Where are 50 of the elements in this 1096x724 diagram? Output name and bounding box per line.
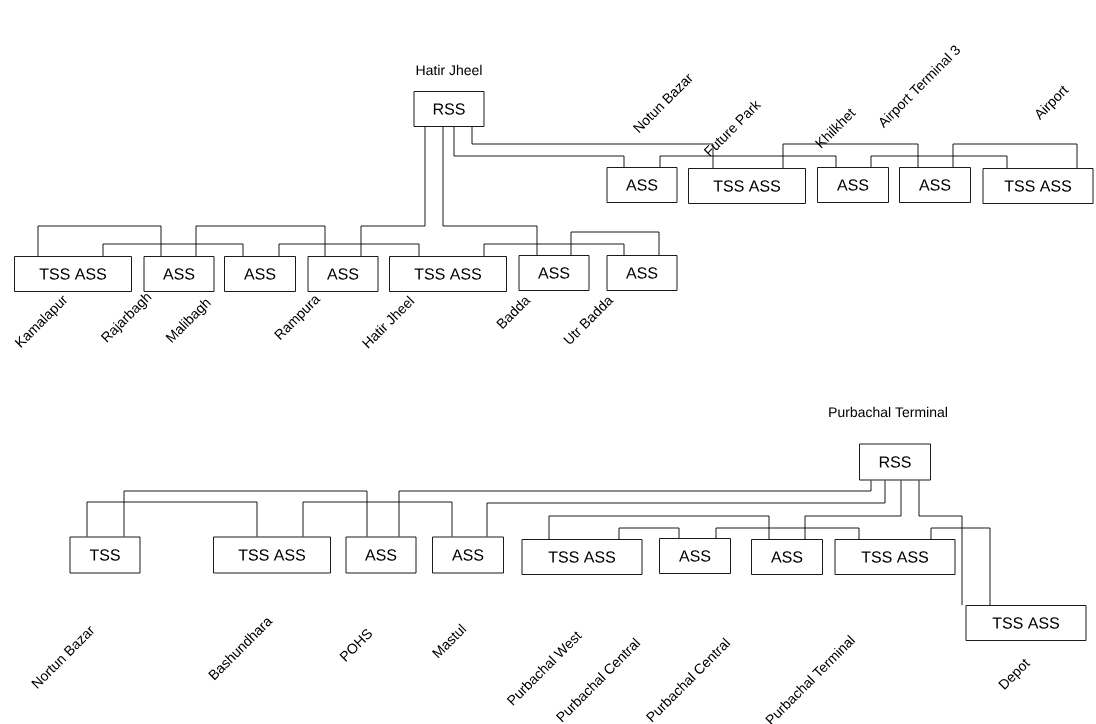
- connector-line: [618, 527, 680, 540]
- substation-box: ASS: [659, 538, 731, 574]
- connector-line: [398, 480, 872, 537]
- connector-line: [102, 243, 244, 257]
- substation-box: ASS: [751, 539, 823, 575]
- connector-line: [486, 480, 886, 537]
- connector-line: [918, 480, 963, 606]
- substation-box: ASS: [307, 256, 379, 292]
- connector-line: [453, 126, 625, 168]
- station-label: Hatir Jheel: [416, 64, 482, 76]
- connector-line: [930, 527, 991, 606]
- connector-line: [471, 126, 714, 169]
- substation-box: ASS: [817, 167, 889, 203]
- connector-line: [442, 126, 538, 256]
- connector-line: [870, 155, 1008, 169]
- connector-line: [123, 490, 368, 537]
- substation-box: ASS: [899, 167, 971, 203]
- connector-line: [37, 225, 162, 257]
- substation-box: ASS: [143, 256, 215, 292]
- connector-line: [548, 515, 770, 540]
- substation-box: TSS ASS: [14, 256, 132, 292]
- substation-box: TSS ASS: [982, 168, 1094, 204]
- substation-box: TSS ASS: [965, 605, 1087, 641]
- connector-line: [302, 501, 453, 537]
- substation-box: TSS: [69, 536, 141, 574]
- connector-line: [659, 155, 837, 168]
- connector-line: [782, 143, 919, 169]
- substation-box: ASS: [518, 255, 590, 291]
- connector-line: [804, 480, 902, 540]
- substation-box: RSS: [413, 91, 485, 127]
- connector-line: [278, 243, 420, 257]
- connector-line: [86, 501, 258, 537]
- substation-box: TSS ASS: [213, 536, 331, 574]
- connector-line: [570, 231, 660, 256]
- connector-line: [195, 225, 326, 257]
- substation-box: ASS: [224, 256, 296, 292]
- substation-box: ASS: [606, 255, 678, 291]
- connector-line: [715, 527, 860, 540]
- substation-box: ASS: [345, 536, 417, 574]
- substation-box: ASS: [606, 167, 678, 203]
- connector-line: [952, 143, 1078, 169]
- connector-line: [483, 243, 625, 257]
- substation-box: TSS ASS: [688, 168, 806, 204]
- connector-line: [360, 126, 426, 257]
- substation-box: RSS: [859, 443, 931, 481]
- substation-box: ASS: [432, 536, 504, 574]
- substation-box: TSS ASS: [834, 539, 956, 575]
- substation-box: TSS ASS: [521, 539, 643, 575]
- station-label: Purbachal Terminal: [829, 406, 947, 418]
- substation-box: TSS ASS: [389, 256, 507, 292]
